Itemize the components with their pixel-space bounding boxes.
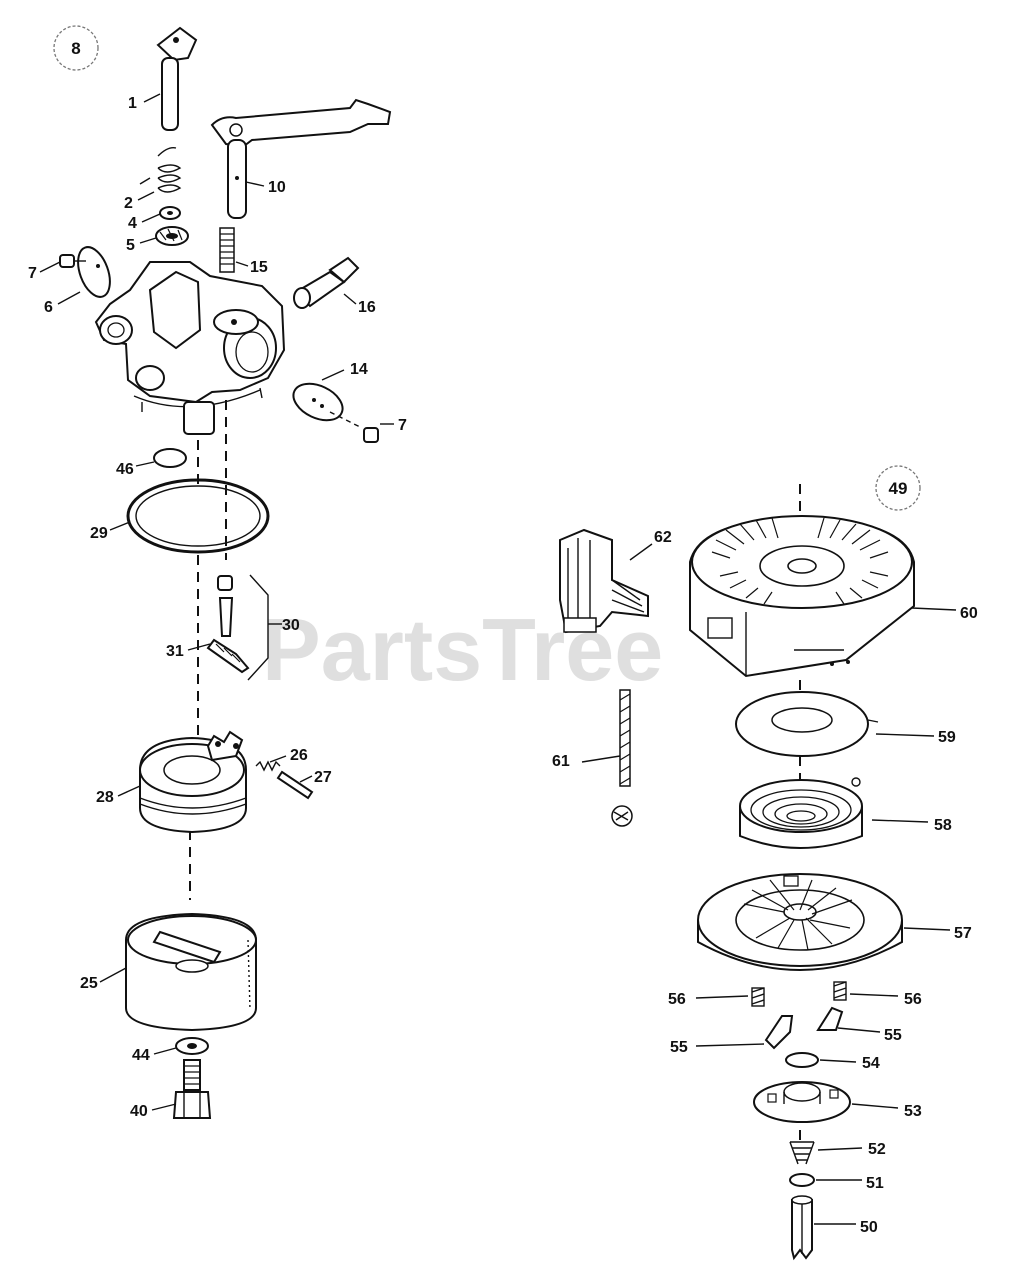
label-part-27: 27 <box>314 769 332 786</box>
label-part-58: 58 <box>934 817 952 834</box>
part-54-washer[interactable] <box>785 1052 819 1068</box>
label-part-44: 44 <box>132 1047 150 1064</box>
part-52-spring[interactable] <box>789 1141 815 1165</box>
label-part-57: 57 <box>954 925 972 942</box>
label-part-2: 2 <box>124 195 133 212</box>
part-1-shaft[interactable] <box>156 26 198 131</box>
part-14-choke-plate[interactable] <box>288 377 349 428</box>
part-50-pin[interactable] <box>791 1195 813 1261</box>
part-28-float[interactable] <box>139 730 247 834</box>
part-62-handle[interactable] <box>559 528 649 634</box>
label-part-51: 51 <box>866 1175 884 1192</box>
label-part-30: 30 <box>282 617 300 634</box>
part-26-spring[interactable] <box>255 760 281 772</box>
part-40-bowl-nut[interactable] <box>172 1059 212 1119</box>
part-2-spring[interactable] <box>139 146 182 193</box>
carburetor-body[interactable] <box>94 261 286 435</box>
part-44-washer[interactable] <box>175 1037 209 1055</box>
label-part-52: 52 <box>868 1141 886 1158</box>
label-part-40: 40 <box>130 1103 148 1120</box>
part-59-plate[interactable] <box>735 691 879 757</box>
label-part-14: 14 <box>350 361 368 378</box>
part-7-screw-right[interactable] <box>329 411 379 443</box>
group-label-right: 49 <box>889 479 908 498</box>
label-part-7b: 7 <box>398 417 407 434</box>
label-part-15: 15 <box>250 259 268 276</box>
label-part-50: 50 <box>860 1219 878 1236</box>
part-30-bracket <box>247 574 269 681</box>
label-part-55b: 55 <box>884 1027 902 1044</box>
leader-lines-right <box>581 543 957 1225</box>
label-part-31: 31 <box>166 643 184 660</box>
part-5-seal[interactable] <box>155 226 189 246</box>
label-part-62: 62 <box>654 529 672 546</box>
label-part-60: 60 <box>960 605 978 622</box>
group-label-left: 8 <box>71 39 80 58</box>
starter-assembly: 49 <box>552 465 978 1261</box>
label-part-25: 25 <box>80 975 98 992</box>
label-part-16: 16 <box>358 299 376 316</box>
label-part-55a: 55 <box>670 1039 688 1056</box>
label-part-6: 6 <box>44 299 53 316</box>
part-55-pawls[interactable] <box>764 1006 844 1050</box>
group-badge-right[interactable]: 49 <box>875 465 921 511</box>
part-7-screw-left[interactable] <box>59 254 86 268</box>
part-15-spring[interactable] <box>219 227 235 273</box>
part-10-choke-lever[interactable] <box>210 98 392 219</box>
part-58-spring[interactable] <box>739 777 863 849</box>
label-part-53: 53 <box>904 1103 922 1120</box>
part-51-washer[interactable] <box>789 1173 815 1187</box>
label-part-61: 61 <box>552 753 570 770</box>
label-part-59: 59 <box>938 729 956 746</box>
part-53-retainer[interactable] <box>753 1081 851 1123</box>
label-part-56a: 56 <box>668 991 686 1008</box>
part-61-rope[interactable] <box>611 689 633 827</box>
part-56-springs[interactable] <box>751 981 847 1007</box>
label-part-4: 4 <box>128 215 137 232</box>
label-part-46: 46 <box>116 461 134 478</box>
label-part-1: 1 <box>128 95 137 112</box>
label-part-28: 28 <box>96 789 114 806</box>
group-badge-left[interactable]: 8 <box>53 25 99 71</box>
label-part-5: 5 <box>126 237 135 254</box>
label-part-10: 10 <box>268 179 286 196</box>
label-part-56b: 56 <box>904 991 922 1008</box>
part-27-pin[interactable] <box>276 770 314 800</box>
label-part-7a: 7 <box>28 265 37 282</box>
carburetor-assembly: 8 <box>28 25 407 1120</box>
part-6-plate[interactable] <box>72 243 116 301</box>
part-46-plug[interactable] <box>153 448 187 468</box>
label-part-54: 54 <box>862 1055 880 1072</box>
label-part-26: 26 <box>290 747 308 764</box>
label-part-29: 29 <box>90 525 108 542</box>
part-29-gasket[interactable] <box>126 478 270 554</box>
needle-valve-parts[interactable] <box>206 575 250 674</box>
leader-lines-left <box>39 93 394 1111</box>
part-60-housing[interactable] <box>689 515 915 678</box>
part-25-float-bowl[interactable] <box>125 912 257 1032</box>
part-57-pulley[interactable] <box>697 873 903 971</box>
part-16-inlet[interactable] <box>293 256 360 309</box>
